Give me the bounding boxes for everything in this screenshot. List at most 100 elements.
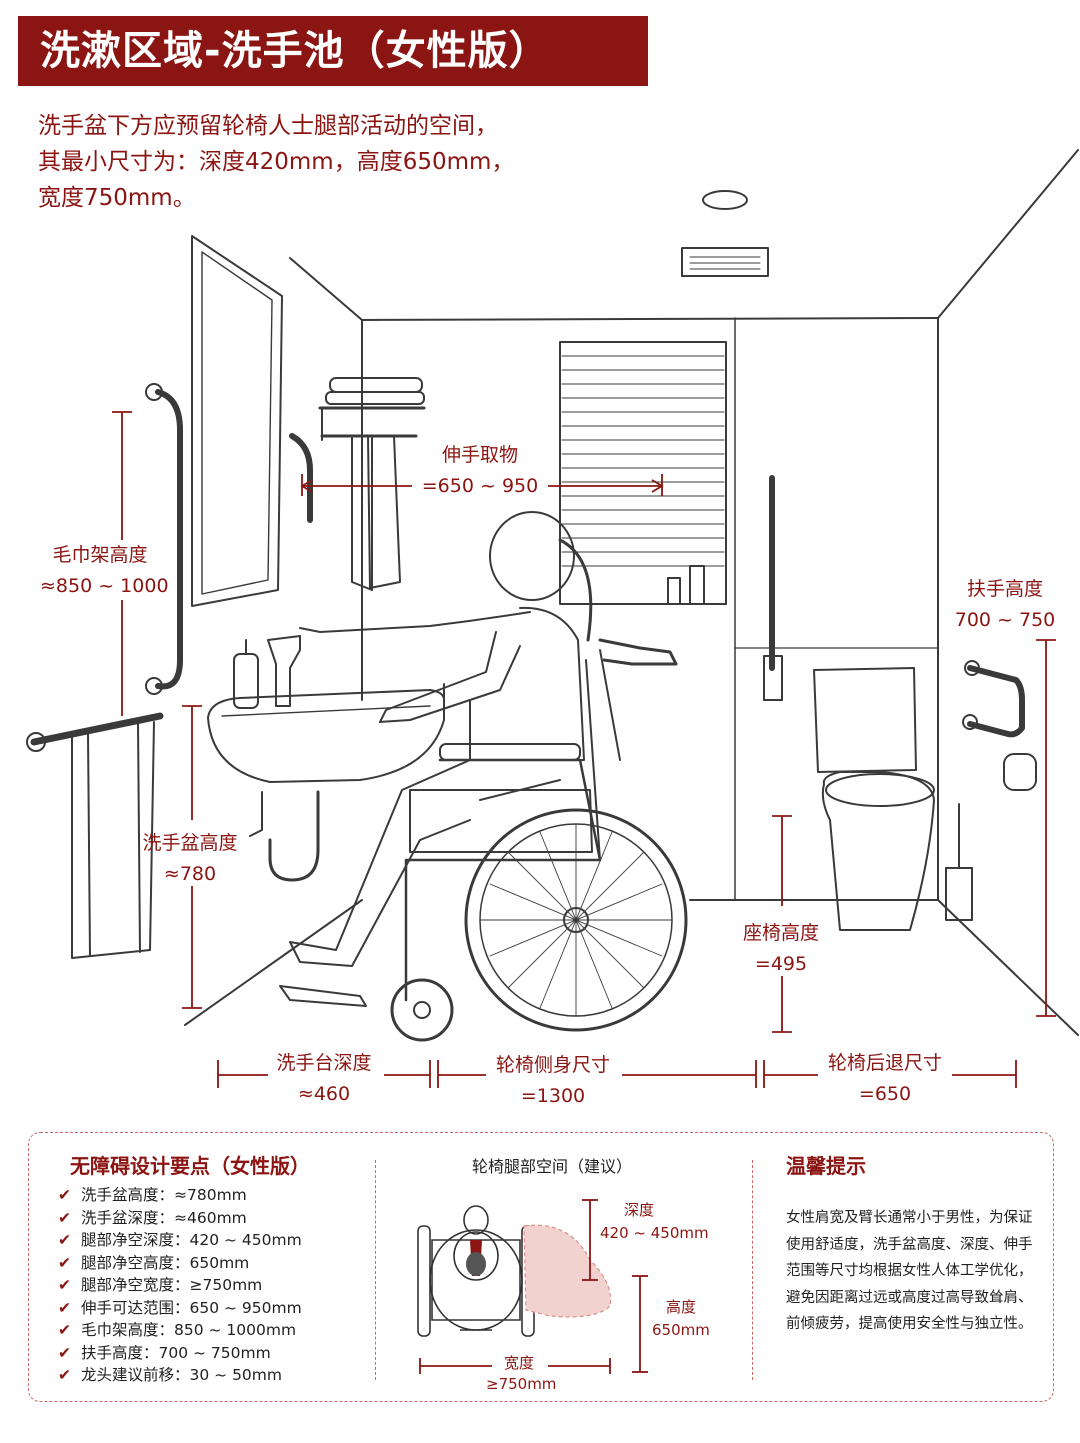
counter-depth-label: 洗手台深度 xyxy=(276,1052,372,1074)
leg-space-diagram xyxy=(417,1199,648,1374)
width-value: ≥750mm xyxy=(486,1375,557,1393)
width-label: 宽度 xyxy=(504,1354,535,1372)
woman-head xyxy=(489,511,575,601)
towel-rack-label: 毛巾架高度 xyxy=(52,544,148,566)
basin-height-dim: 洗手盆高度 ≈780 xyxy=(130,828,250,885)
reach-value: =650 ~ 950 xyxy=(421,475,539,497)
towel-rack-dim: 毛巾架高度 ≈850 ~ 1000 xyxy=(40,540,169,597)
sill-bottle xyxy=(667,577,681,605)
basin-height-value: ≈780 xyxy=(163,863,217,885)
check-icon: ✔ xyxy=(58,1343,71,1362)
intro-line-2: 其最小尺寸为：深度420mm，高度650mm， xyxy=(38,149,515,175)
depth-label: 深度 xyxy=(624,1201,655,1219)
basin-height-label: 洗手盆高度 xyxy=(142,832,238,854)
tips-body: 女性肩宽及臂长通常小于男性，为保证使用舒适度，洗手盆高度、深度、伸手范围等尺寸均… xyxy=(786,1210,1033,1332)
leg-space-title: 轮椅腿部空间（建议） xyxy=(472,1157,633,1176)
tips-title: 温馨提示 xyxy=(786,1154,866,1178)
intro-line-1: 洗手盆下方应预留轮椅人士腿部活动的空间， xyxy=(38,113,498,139)
floor-edge-right xyxy=(937,899,1079,1036)
folded-towels xyxy=(329,377,423,393)
towel-rack-value: ≈850 ~ 1000 xyxy=(40,575,169,597)
list-item: ✔伸手可达范围：650 ~ 950mm xyxy=(58,1298,302,1317)
intro-text: 洗手盆下方应预留轮椅人士腿部活动的空间， 其最小尺寸为：深度420mm，高度65… xyxy=(38,108,638,216)
check-icon: ✔ xyxy=(58,1276,71,1294)
sink-basin xyxy=(207,689,445,783)
wheel-left-top-view xyxy=(417,1225,431,1337)
list-item: ✔洗手盆高度：≈780mm xyxy=(58,1186,247,1204)
check-icon: ✔ xyxy=(58,1208,71,1227)
grab-bar-plate xyxy=(763,655,783,701)
key-points-list: ✔洗手盆高度：≈780mm ✔洗手盆深度：≈460mm ✔腿部净空深度：420 … xyxy=(58,1184,302,1387)
panel-divider xyxy=(375,1160,376,1380)
check-icon: ✔ xyxy=(58,1366,71,1384)
list-item: ✔毛巾架高度：850 ~ 1000mm xyxy=(58,1321,297,1339)
wheelchair-back-label: 轮椅后退尺寸 xyxy=(827,1052,942,1074)
reach-dim: 伸手取物 =650 ~ 950 xyxy=(412,440,548,497)
left-grab-bar xyxy=(155,389,183,690)
seat-height-dim: 座椅高度 =495 xyxy=(728,918,834,975)
key-points-title: 无障碍设计要点（女性版） xyxy=(70,1154,310,1178)
check-icon: ✔ xyxy=(58,1321,71,1339)
mirror xyxy=(191,235,283,607)
wheelchair-side-value: =1300 xyxy=(520,1085,586,1107)
toilet-grab-bar xyxy=(967,665,1025,738)
wheelchair-footrest xyxy=(279,985,367,1007)
list-item: ✔腿部净空深度：420 ~ 450mm xyxy=(58,1231,302,1249)
leg-clearance-shading xyxy=(523,1224,612,1318)
toilet-tank xyxy=(813,667,917,773)
grab-bar-dim: 扶手高度 700 ~ 750 xyxy=(950,574,1060,631)
floor-edge-left xyxy=(184,899,363,1026)
wheelchair-rear-wheel xyxy=(464,808,688,1032)
towel-on-bar xyxy=(71,721,155,959)
wheelchair-seat xyxy=(409,789,593,853)
towel-bar xyxy=(30,712,164,746)
seat-height-value: =495 xyxy=(754,953,808,975)
woman-torso xyxy=(469,606,585,761)
check-icon: ✔ xyxy=(58,1298,71,1317)
wheelchair-frame xyxy=(404,758,602,1002)
woman-near-arm xyxy=(379,631,521,723)
ceiling-edge-left xyxy=(289,257,363,321)
list-item: ✔腿部净空宽度：≥750mm xyxy=(58,1276,263,1294)
ceiling-vent xyxy=(681,247,769,277)
window xyxy=(559,341,727,605)
reach-label: 伸手取物 xyxy=(441,444,518,466)
wheelchair-side-dim: 轮椅侧身尺寸 =1300 xyxy=(480,1050,626,1107)
wheelchair-handle xyxy=(598,638,678,666)
list-item: ✔腿部净空高度：650mm xyxy=(58,1253,250,1272)
woman-reaching-arm xyxy=(299,611,531,633)
list-item: ✔龙头建议前移：30 ~ 50mm xyxy=(58,1366,282,1384)
toilet-paper-holder xyxy=(1003,753,1037,791)
list-item: ✔扶手高度：700 ~ 750mm xyxy=(58,1343,271,1362)
hanging-towel xyxy=(351,435,373,591)
counter-depth-value: ≈460 xyxy=(297,1083,351,1105)
intro-line-3: 宽度750mm。 xyxy=(38,185,196,211)
counter-depth-dim: 洗手台深度 ≈460 xyxy=(262,1048,386,1105)
soap-dispenser xyxy=(233,653,259,709)
check-icon: ✔ xyxy=(58,1231,71,1249)
faucet xyxy=(267,635,301,707)
info-panel xyxy=(28,1132,1054,1402)
wheelchair-armrest xyxy=(439,743,581,761)
wheelchair-caster xyxy=(390,978,454,1042)
wheelchair-back-dim: 轮椅后退尺寸 =650 xyxy=(812,1048,958,1105)
check-icon: ✔ xyxy=(58,1253,71,1272)
toilet-bowl xyxy=(821,771,935,931)
page-title: 洗漱区域-洗手池（女性版） xyxy=(18,16,648,86)
wheelchair-back-value: =650 xyxy=(858,1083,912,1105)
wheelchair-side-label: 轮椅侧身尺寸 xyxy=(495,1054,610,1076)
list-item: ✔洗手盆深度：≈460mm xyxy=(58,1208,247,1227)
height-label: 高度 xyxy=(666,1298,697,1316)
sink-drain-pipe xyxy=(268,790,320,882)
height-value: 650mm xyxy=(652,1321,710,1339)
ceiling-light xyxy=(702,190,748,210)
check-icon: ✔ xyxy=(58,1186,71,1204)
panel-divider xyxy=(752,1160,753,1380)
ceiling-edge-right xyxy=(937,149,1079,319)
grab-bar-label: 扶手高度 xyxy=(966,578,1043,600)
grab-bar-value: 700 ~ 750 xyxy=(954,609,1056,631)
sill-bottle xyxy=(689,565,705,605)
woman-hair xyxy=(558,538,593,642)
depth-value: 420 ~ 450mm xyxy=(600,1224,709,1242)
seat-height-label: 座椅高度 xyxy=(742,922,819,944)
